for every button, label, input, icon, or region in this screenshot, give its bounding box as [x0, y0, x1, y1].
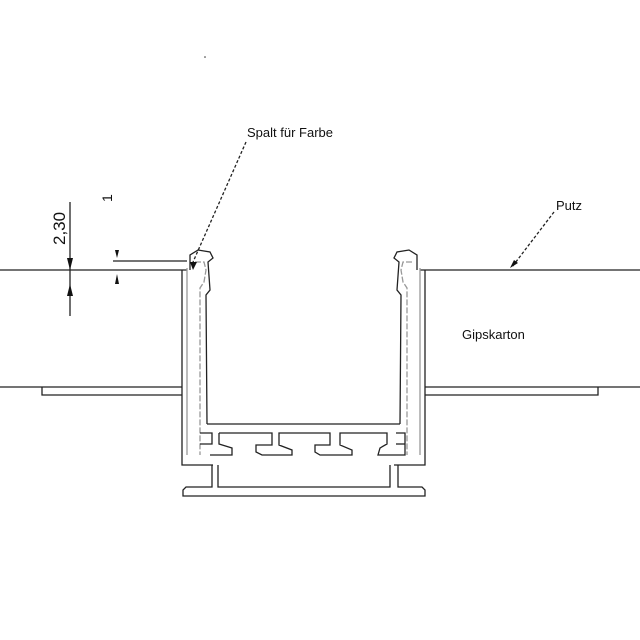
dimension-arrows: [67, 250, 518, 296]
drywall-left: [0, 269, 187, 396]
profile-right-wall: [393, 249, 426, 466]
drywall-right: [420, 269, 640, 396]
bottom-flange: [182, 465, 426, 497]
profile-left-wall: [181, 249, 214, 466]
drywall-label: Gipskarton: [462, 327, 525, 342]
plaster-leader: [511, 211, 555, 268]
plaster-label: Putz: [556, 198, 583, 213]
gap-leader: [192, 141, 247, 263]
gap-label: Spalt für Farbe: [247, 125, 333, 140]
dimension-lines: [69, 202, 187, 316]
height-dimension: 2,30: [50, 211, 69, 245]
t-slots: [200, 432, 406, 456]
gap-dimension: 1: [99, 194, 115, 202]
